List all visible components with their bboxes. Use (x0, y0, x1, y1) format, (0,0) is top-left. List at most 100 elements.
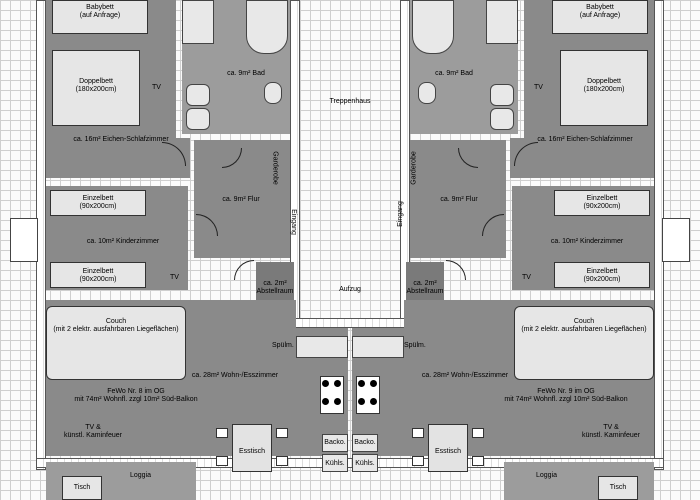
right-dining-table-icon (428, 424, 468, 472)
left-burner-2 (334, 380, 341, 387)
right-esstisch-label: Esstisch (434, 448, 462, 455)
left-chair-1 (216, 428, 228, 438)
right-flur-label: ca. 9m² Flur (440, 196, 478, 203)
left-tv-bed-label: TV (152, 84, 161, 91)
right-burner-3 (358, 398, 365, 405)
right-window-kids (662, 218, 690, 262)
right-living-label: ca. 28m² Wohn-/Esszimmer (421, 372, 509, 379)
left-kuehls-label: Kühls. (325, 460, 345, 467)
left-babybed-icon (52, 0, 148, 34)
right-babybed-label: Babybett (auf Anfrage) (579, 4, 621, 19)
right-singlebed2-label: Einzelbett (90x200cm) (583, 268, 621, 283)
wall-bottom (36, 458, 664, 468)
right-oven-icon (352, 434, 378, 452)
left-flur (194, 140, 290, 258)
left-living-label: ca. 28m² Wohn-/Esszimmer (191, 372, 279, 379)
right-kuehls-label: Kühls. (355, 460, 375, 467)
left-singlebed1-label: Einzelbett (90x200cm) (79, 195, 117, 210)
left-singlebed1-icon (50, 190, 146, 216)
right-burner-2 (370, 380, 377, 387)
left-babybed-label: Babybett (auf Anfrage) (79, 4, 121, 19)
left-bathtub-icon (246, 0, 288, 54)
left-chair-4 (276, 456, 288, 466)
left-garderobe-label: Garderobe (271, 151, 279, 185)
right-backo-label: Backo. (354, 439, 376, 446)
left-doublebed-icon (52, 50, 140, 126)
right-doublebed-label: Doppelbett (180x200cm) (583, 78, 625, 93)
right-tv-bed-label: TV (534, 84, 543, 91)
right-sink-counter-icon (352, 336, 404, 358)
left-burner-1 (322, 380, 329, 387)
left-burner-3 (322, 398, 329, 405)
right-fridge-icon (352, 454, 378, 472)
right-storage-door-icon (446, 260, 466, 280)
left-tv-kids-label: TV (170, 274, 179, 281)
left-sink1-icon (186, 84, 210, 106)
right-bathtub-icon (412, 0, 454, 54)
right-eingang-label: Eingang (396, 201, 404, 227)
right-loggia-label: Loggia (536, 472, 558, 479)
right-chair-4 (472, 456, 484, 466)
right-doublebed-icon (560, 50, 648, 126)
left-chair-3 (276, 428, 288, 438)
left-sink2-icon (186, 108, 210, 130)
right-bedroom-label: ca. 16m² Eichen-Schlafzimmer (537, 136, 633, 143)
right-couch-icon (514, 306, 654, 380)
right-chair-2 (412, 456, 424, 466)
left-singlebed2-icon (50, 262, 146, 288)
right-burner-4 (370, 398, 377, 405)
right-bath-label: ca. 9m² Bad (435, 70, 473, 77)
left-flur-label: ca. 9m² Flur (222, 196, 260, 203)
left-dining-table-icon (232, 424, 272, 472)
left-tv-kamin-label: TV & künstl. Kaminfeuer (64, 424, 122, 439)
right-burner-1 (358, 380, 365, 387)
left-shower-icon (182, 0, 214, 44)
left-esstisch-label: Esstisch (238, 448, 266, 455)
right-tv-kamin-label: TV & künstl. Kaminfeuer (582, 424, 640, 439)
left-oven-icon (322, 434, 348, 452)
left-storage-label: ca. 2m² Abstellraum (256, 280, 294, 295)
right-sink1-icon (490, 84, 514, 106)
left-storage-door-icon (234, 260, 254, 280)
right-kids-label: ca. 10m² Kinderzimmer (550, 238, 624, 245)
left-singlebed2-label: Einzelbett (90x200cm) (79, 268, 117, 283)
right-chair-3 (472, 428, 484, 438)
left-doublebed-label: Doppelbett (180x200cm) (75, 78, 117, 93)
left-bath-label: ca. 9m² Bad (227, 70, 265, 77)
left-spuelm-label: Spülm. (272, 342, 294, 349)
right-spuelm-label: Spülm. (404, 342, 426, 349)
left-toilet-icon (264, 82, 282, 104)
left-fewo-label: FeWo Nr. 8 im OG mit 74m² Wohnfl. zzgl 1… (74, 388, 198, 403)
left-couch-icon (46, 306, 186, 380)
right-couch-label: Couch (mit 2 elektr. ausfahrbaren Liegef… (521, 318, 647, 333)
right-singlebed1-label: Einzelbett (90x200cm) (583, 195, 621, 210)
left-chair-2 (216, 456, 228, 466)
right-chair-1 (412, 428, 424, 438)
right-babybed-icon (552, 0, 648, 34)
right-loggia-table-icon (598, 476, 638, 500)
elevator-label: Aufzug (339, 286, 361, 293)
left-couch-label: Couch (mit 2 elektr. ausfahrbaren Liegef… (53, 318, 179, 333)
right-shower-icon (486, 0, 518, 44)
right-singlebed2-icon (554, 262, 650, 288)
left-loggia-label: Loggia (130, 472, 152, 479)
right-toilet-icon (418, 82, 436, 104)
left-fridge-icon (322, 454, 348, 472)
right-garderobe-label: Garderobe (410, 151, 418, 185)
left-burner-4 (334, 398, 341, 405)
right-singlebed1-icon (554, 190, 650, 216)
right-storage-label: ca. 2m² Abstellraum (406, 280, 444, 295)
staircase-label: Treppenhaus (329, 98, 371, 105)
right-sink2-icon (490, 108, 514, 130)
left-window-kids (10, 218, 38, 262)
left-eingang-label: Eingang (289, 209, 297, 235)
right-fewo-label: FeWo Nr. 9 im OG mit 74m² Wohnfl. zzgl 1… (504, 388, 628, 403)
right-tisch-label: Tisch (609, 484, 627, 491)
left-tisch-label: Tisch (73, 484, 91, 491)
left-backo-label: Backo. (324, 439, 346, 446)
left-sink-counter-icon (296, 336, 348, 358)
left-bedroom-label: ca. 16m² Eichen-Schlafzimmer (73, 136, 169, 143)
left-kids-label: ca. 10m² Kinderzimmer (86, 238, 160, 245)
right-flur (410, 140, 506, 258)
